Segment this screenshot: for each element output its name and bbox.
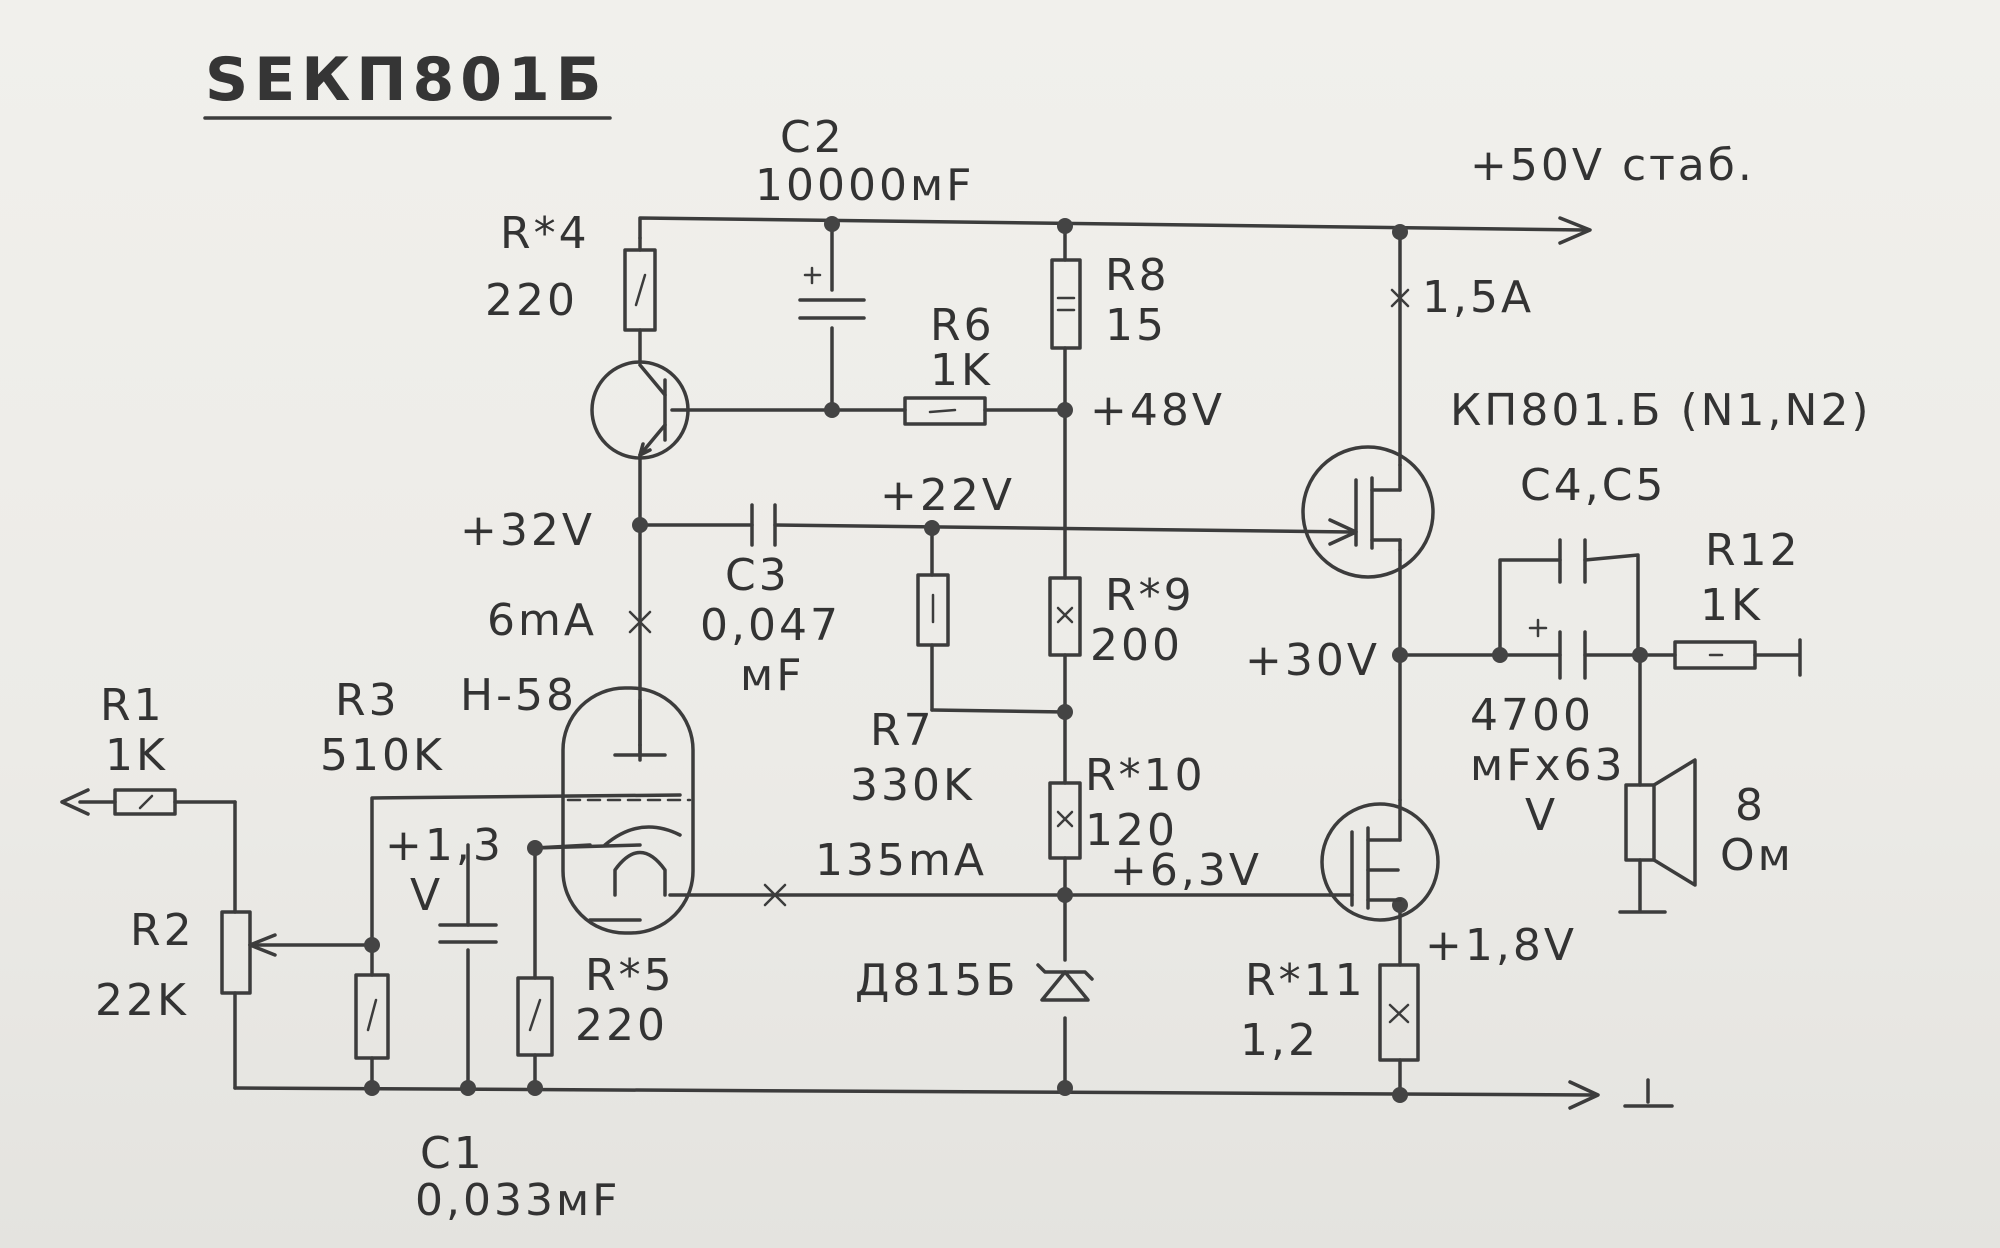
r12-name: R12: [1705, 525, 1801, 576]
r2-value: 22K: [95, 975, 189, 1026]
r7-name: R7: [870, 705, 935, 756]
v1-3-unit: V: [410, 870, 443, 921]
c45-value: 4700: [1470, 690, 1594, 741]
c3-name: C3: [725, 550, 790, 601]
r4-value: 220: [485, 275, 578, 326]
resistor-r3: [354, 973, 390, 1060]
r10-name: R*10: [1085, 750, 1206, 801]
v22-label: +22V: [880, 470, 1015, 521]
potentiometer-r2: [220, 910, 252, 995]
ground-symbol: ⊥: [1625, 1070, 1666, 1121]
c45-name: C4,C5: [1520, 460, 1666, 511]
c2-value: 10000мF: [755, 160, 974, 211]
r7-value: 330K: [850, 760, 975, 811]
v1-3-label: +1,3: [385, 820, 504, 871]
vacuum-tube: [561, 686, 695, 935]
supply-voltage: +50V стаб.: [1470, 140, 1755, 191]
labels: C2 10000мF +50V стаб. R*4 220 R8 15 R6 1…: [95, 112, 1872, 1226]
capacitor-c3: [750, 503, 777, 547]
resistor-r6: [903, 396, 987, 426]
resistor-r7: [916, 573, 950, 647]
v1-8-label: +1,8V: [1425, 920, 1577, 971]
r11-value: 1,2: [1240, 1015, 1319, 1066]
heater-current: 135mA: [815, 835, 987, 886]
v32-label: +32V: [460, 505, 595, 556]
r6-value: 1K: [930, 345, 993, 396]
tube-current: 6mA: [487, 595, 597, 646]
zener-diode: [1036, 963, 1094, 1002]
current-markers: [628, 288, 1410, 907]
c45-unit: мFx63: [1470, 740, 1626, 791]
mosfet-name: КП801.Б (N1,N2): [1450, 385, 1872, 436]
resistor-r10: [1048, 781, 1082, 860]
v30-label: +30V: [1245, 635, 1380, 686]
capacitor-c1: [438, 923, 498, 944]
r11-name: R*11: [1245, 955, 1366, 1006]
speaker-unit: Ом: [1720, 830, 1794, 881]
mosfet-n2: [1320, 798, 1440, 922]
r9-value: 200: [1090, 620, 1183, 671]
c1-name: C1: [420, 1128, 485, 1179]
c2-name: C2: [780, 112, 845, 163]
title: SEКП801Б: [205, 45, 607, 115]
speaker-value: 8: [1735, 780, 1766, 831]
resistor-r5: [516, 976, 554, 1057]
c1-value: 0,033мF: [415, 1175, 620, 1226]
r10-value: 120: [1085, 805, 1178, 856]
r1-name: R1: [100, 680, 165, 731]
transistor-q1: [590, 360, 690, 460]
r4-name: R*4: [500, 208, 590, 259]
r5-value: 220: [575, 1000, 668, 1051]
r8-name: R8: [1105, 250, 1170, 301]
r5-name: R*5: [585, 950, 675, 1001]
tube-name: H-58: [460, 670, 577, 721]
r3-value: 510K: [320, 730, 445, 781]
zener-name: Д815Б: [855, 955, 1019, 1006]
resistor-r11: [1378, 963, 1420, 1062]
junction-dots: [364, 216, 1648, 1103]
c3-unit: мF: [740, 650, 805, 701]
v6-3-label: +6,3V: [1110, 845, 1262, 896]
capacitor-c2: [798, 266, 866, 320]
speaker: [1624, 758, 1697, 887]
supply-current: 1,5A: [1422, 272, 1534, 323]
r6-name: R6: [930, 300, 995, 351]
mosfet-n1: [1301, 445, 1435, 579]
c3-value: 0,047: [700, 600, 841, 651]
r8-value: 15: [1105, 300, 1167, 351]
r2-name: R2: [130, 905, 195, 956]
v48-label: +48V: [1090, 385, 1225, 436]
r1-value: 1K: [105, 730, 168, 781]
capacitors-c4-c5: [1528, 538, 1587, 680]
r12-value: 1K: [1700, 580, 1763, 631]
resistor-r9: [1048, 576, 1082, 657]
resistor-r4: [623, 248, 657, 332]
resistor-r8: [1050, 258, 1082, 350]
resistor-r12: [1673, 640, 1757, 670]
r3-name: R3: [335, 675, 400, 726]
resistor-r1: [113, 788, 177, 816]
r9-name: R*9: [1105, 570, 1195, 621]
c45-unit-v: V: [1525, 790, 1558, 841]
